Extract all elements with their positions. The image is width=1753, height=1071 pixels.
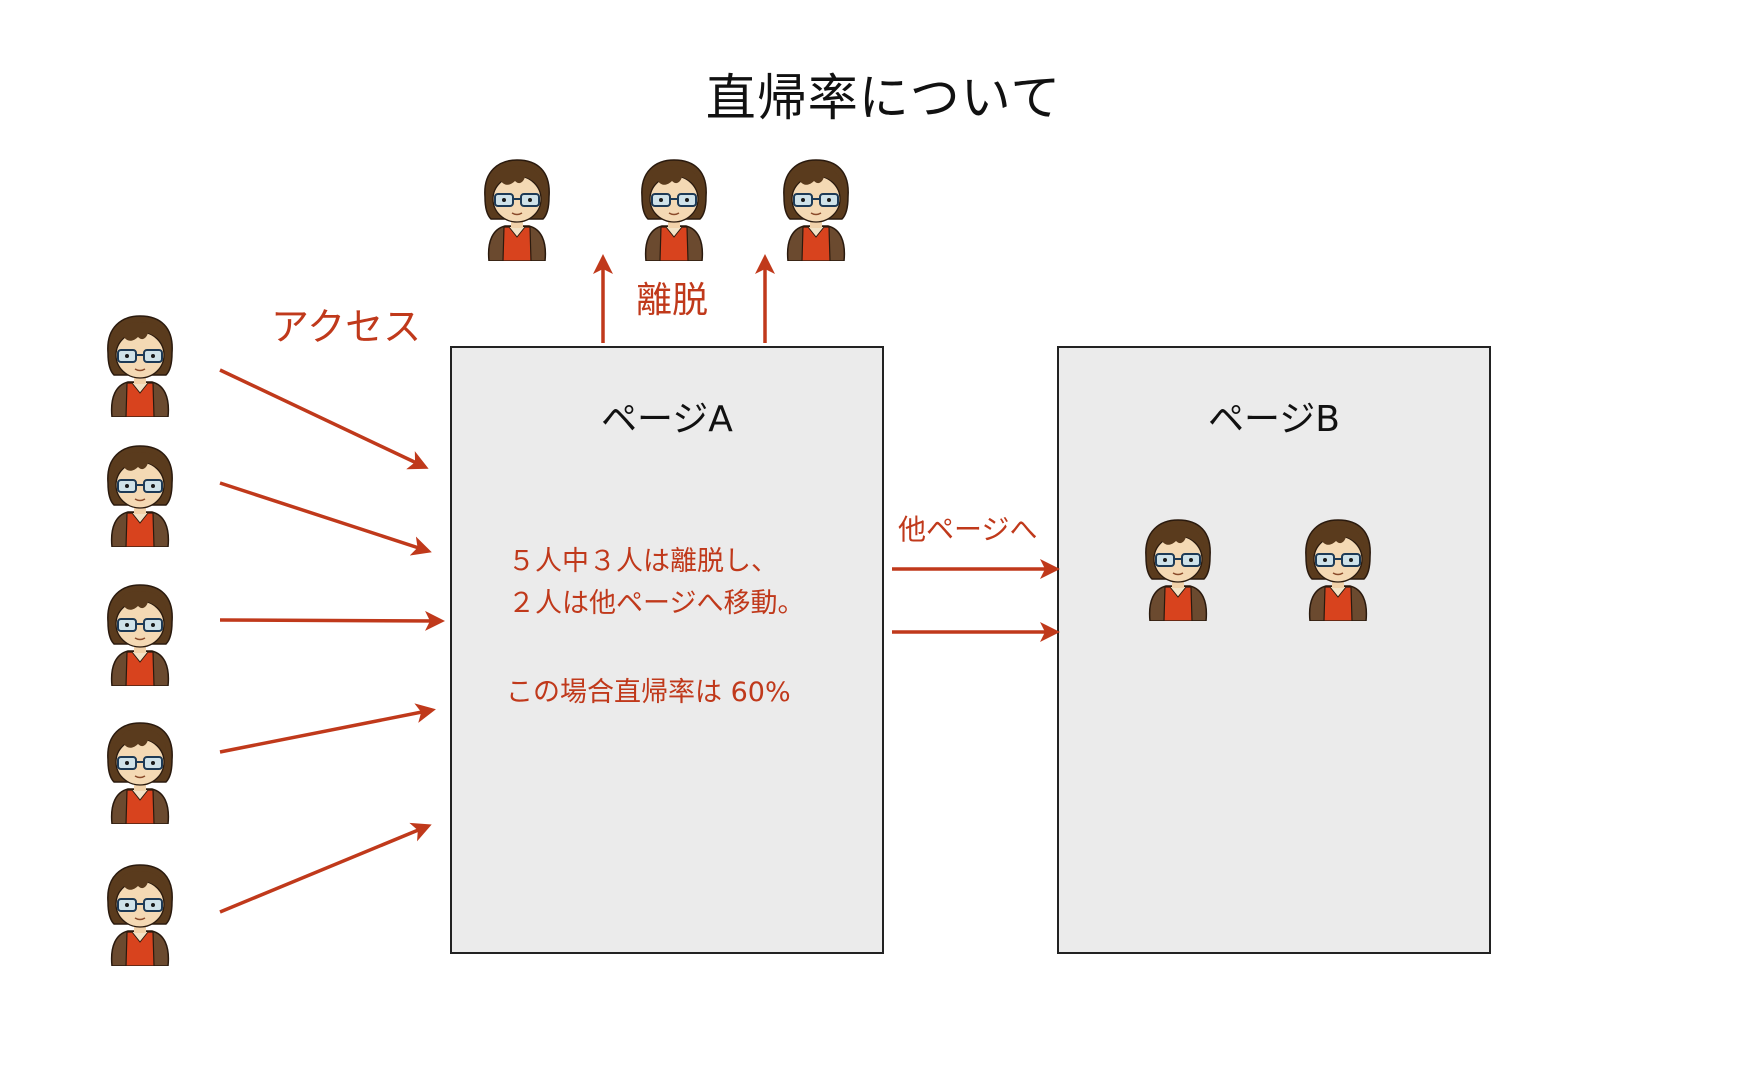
access-arrow-2 bbox=[219, 481, 432, 556]
access-arrow-5 bbox=[219, 822, 432, 914]
access-arrow-1 bbox=[219, 368, 429, 470]
access-arrow-3 bbox=[219, 610, 445, 631]
visitor-avatar-icon bbox=[102, 720, 178, 825]
page-a-description-line-2: ２人は他ページへ移動。 bbox=[508, 588, 805, 619]
page-a-description-line-1: ５人中３人は離脱し、 bbox=[508, 546, 778, 577]
page-b-box: ページB bbox=[1057, 346, 1491, 954]
visitor-avatar-icon bbox=[102, 313, 178, 418]
diagram-title: 直帰率について bbox=[705, 69, 1062, 127]
page-a-title: ページA bbox=[601, 399, 733, 440]
to-other-page-label: 他ページへ bbox=[898, 513, 1038, 546]
visitor-avatar-icon bbox=[102, 862, 178, 967]
visitor-avatar-icon bbox=[102, 582, 178, 687]
bounce-label: 離脱 bbox=[636, 280, 709, 321]
visitor-avatar-icon bbox=[102, 443, 178, 548]
access-arrow-4 bbox=[219, 703, 436, 754]
visitor-avatar-icon bbox=[1140, 517, 1216, 622]
visitor-avatar-icon bbox=[479, 157, 555, 262]
page-b-title: ページB bbox=[1208, 399, 1340, 440]
page-a-box: ページA bbox=[450, 346, 884, 954]
visitor-avatar-icon bbox=[636, 157, 712, 262]
access-label: アクセス bbox=[271, 305, 422, 349]
visitor-avatar-icon bbox=[778, 157, 854, 262]
page-a-conclusion: この場合直帰率は 60% bbox=[506, 677, 791, 708]
visitor-avatar-icon bbox=[1300, 517, 1376, 622]
